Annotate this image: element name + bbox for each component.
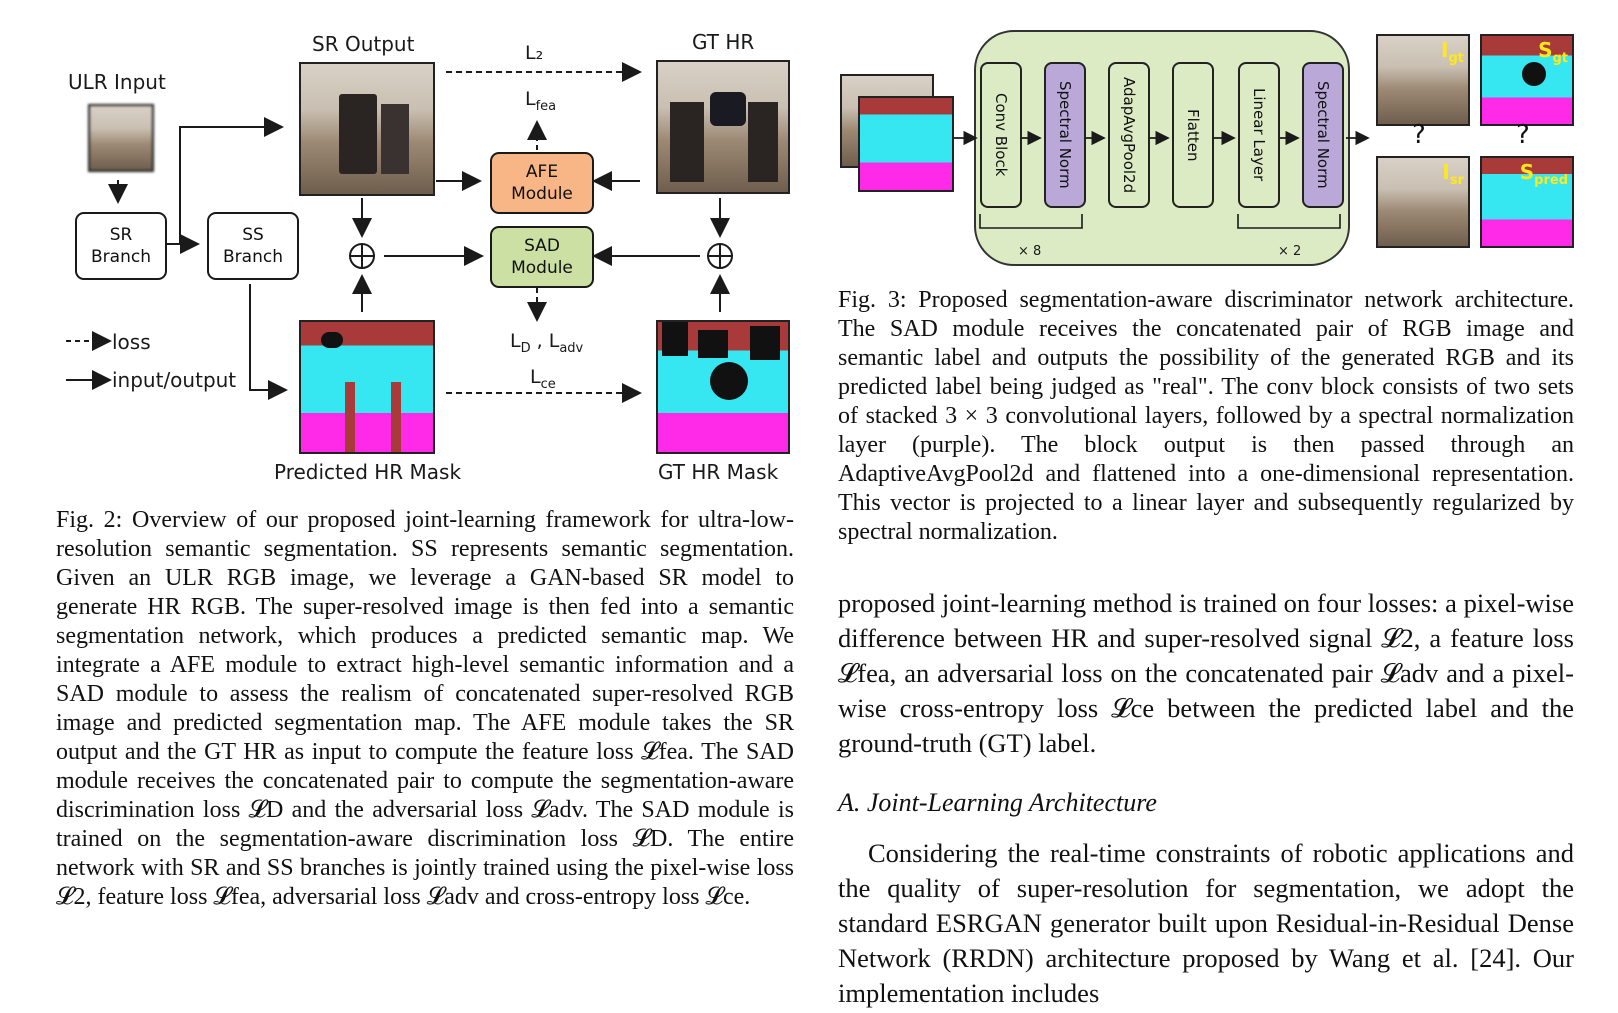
block-spectral-norm-2: Spectral Norm — [1302, 62, 1344, 208]
block-spectral-norm-2-label: Spectral Norm — [1314, 81, 1332, 189]
gt-hr-image — [656, 60, 790, 194]
sr-branch-label: SR Branch — [91, 225, 151, 267]
block-flatten-label: Flatten — [1184, 108, 1202, 162]
body-paragraph-1: proposed joint-learning method is traine… — [838, 588, 1574, 758]
ss-branch-box: SS Branch — [207, 212, 299, 280]
block-linear-label: Linear Layer — [1250, 88, 1268, 182]
block-spectral-norm-1: Spectral Norm — [1044, 62, 1086, 208]
plus-circle-left — [349, 243, 375, 269]
plus-circle-right — [707, 243, 733, 269]
legend-loss: loss — [112, 330, 151, 354]
qmark-right: ? — [1516, 120, 1530, 150]
label-sr-output: SR Output — [312, 32, 415, 56]
output-isr: Isr — [1376, 156, 1470, 248]
arrow-ss-to-mask — [249, 284, 288, 400]
label-l2: L₂ — [525, 42, 544, 64]
fig3-connectors — [954, 130, 1370, 229]
afe-module-label: AFE Module — [511, 162, 573, 204]
ulr-input-image — [88, 104, 154, 172]
block-flatten: Flatten — [1172, 62, 1214, 208]
figure-3-caption: Fig. 3: Proposed segmentation-aware disc… — [838, 287, 1574, 545]
label-ulr-input: ULR Input — [68, 70, 166, 94]
figure-2-caption: Fig. 2: Overview of our proposed joint-l… — [56, 507, 794, 910]
sr-branch-box: SR Branch — [75, 212, 167, 280]
label-ld-ladv: LD , Ladv — [510, 330, 584, 356]
output-igt: Igt — [1376, 34, 1470, 126]
legend-input-output: input/output — [112, 368, 237, 392]
output-sgt: Sgt — [1480, 34, 1574, 126]
afe-module-box: AFE Module — [490, 152, 594, 214]
label-gt-hr: GT HR — [692, 30, 755, 54]
block-adapavgpool: AdapAvgPool2d — [1108, 62, 1150, 208]
fig2-connectors — [66, 62, 733, 403]
sad-module-label: SAD Module — [511, 236, 573, 278]
body-paragraph-2: Considering the real-time constraints of… — [838, 838, 1574, 1008]
arrow-to-sr-output — [179, 117, 284, 244]
predicted-mask-image — [299, 320, 435, 454]
ss-branch-label: SS Branch — [223, 225, 283, 267]
block-adapavgpool-label: AdapAvgPool2d — [1120, 76, 1138, 194]
sad-network-panel — [974, 30, 1350, 266]
output-spred: Spred — [1480, 156, 1574, 248]
block-linear: Linear Layer — [1238, 62, 1280, 208]
label-gt-mask: GT HR Mask — [658, 460, 779, 484]
qmark-left: ? — [1412, 120, 1426, 150]
label-x8: × 8 — [1018, 244, 1042, 259]
label-lfea: Lfea — [525, 88, 557, 114]
section-heading: A. Joint-Learning Architecture — [838, 788, 1157, 817]
block-conv-label: Conv Block — [992, 93, 1010, 177]
block-conv: Conv Block — [980, 62, 1022, 208]
gt-mask-image — [656, 320, 790, 454]
label-lce: Lce — [530, 366, 556, 392]
label-predicted-mask: Predicted HR Mask — [274, 460, 462, 484]
block-spectral-norm-1-label: Spectral Norm — [1056, 81, 1074, 189]
fig3-input-mask — [858, 96, 954, 192]
label-x2: × 2 — [1278, 244, 1302, 259]
sr-output-image — [299, 62, 435, 196]
sad-module-box: SAD Module — [490, 226, 594, 288]
